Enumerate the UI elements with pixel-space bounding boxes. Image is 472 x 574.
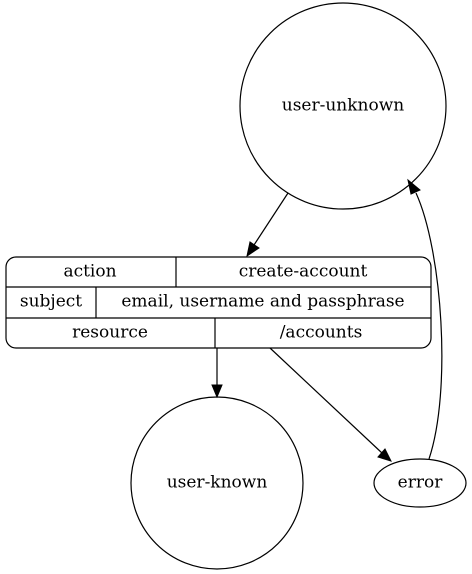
edge-user-unknown-to-record-arrowhead	[246, 241, 260, 258]
edge-user-unknown-to-record	[246, 192, 289, 258]
node-error: error	[373, 458, 467, 508]
edge-record-to-error-line	[269, 347, 383, 454]
node-user-known-label: user-known	[167, 473, 268, 493]
record-action-key: action	[63, 262, 116, 282]
node-error-ellipse	[373, 458, 467, 508]
edge-error-to-user-unknown-line	[415, 192, 443, 460]
record-subject-value: email, username and passphrase	[121, 292, 404, 312]
record-outline	[5, 256, 432, 349]
node-error-label: error	[398, 473, 444, 493]
edge-record-to-user-known-arrowhead	[211, 384, 223, 399]
node-user-unknown-label: user-unknown	[282, 96, 405, 116]
node-user-unknown-circle	[239, 2, 447, 210]
record-action-value: create-account	[239, 262, 368, 282]
record-subject-key: subject	[20, 292, 82, 312]
record-resource-value: /accounts	[280, 323, 363, 343]
node-user-unknown: user-unknown	[239, 2, 447, 210]
edge-error-to-user-unknown	[407, 178, 443, 460]
edge-user-unknown-to-record-line	[253, 192, 289, 246]
record-resource-key: resource	[72, 323, 148, 343]
node-user-known: user-known	[130, 396, 304, 570]
edge-record-to-error-arrowhead	[377, 448, 392, 462]
node-create-account-record: action create-account subject email, use…	[5, 256, 432, 349]
edge-error-to-user-unknown-arrowhead	[407, 178, 421, 195]
edge-record-to-user-known	[211, 348, 223, 399]
edge-record-to-error	[269, 347, 392, 462]
